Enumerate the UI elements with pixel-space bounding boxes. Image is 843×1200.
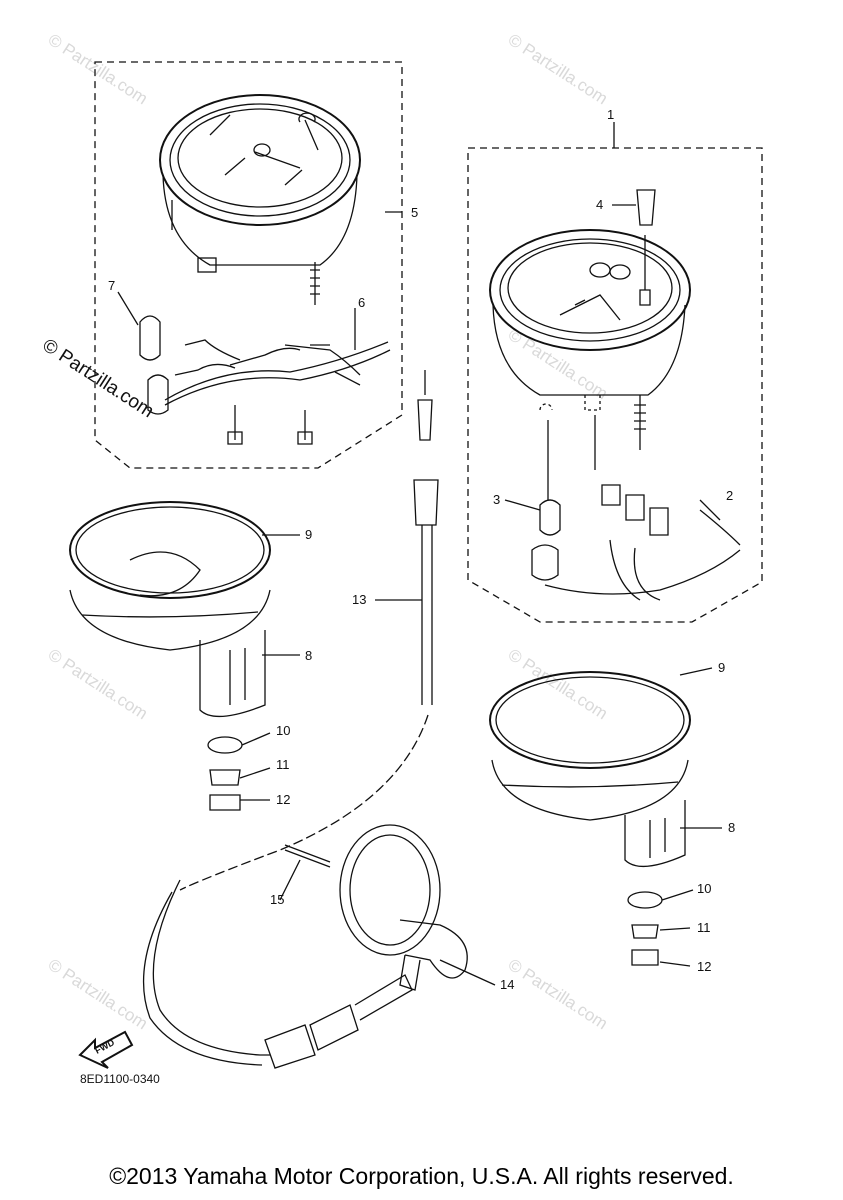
speedometer-cable [142, 370, 439, 1069]
callout-13: 13 [352, 592, 367, 607]
callout-4: 4 [596, 197, 604, 212]
leader-lines [117, 122, 722, 986]
wire-harness-left [139, 315, 391, 445]
bracket-right [489, 671, 691, 966]
fwd-label: FWD [93, 1037, 116, 1056]
callout-12-right: 12 [697, 959, 712, 974]
callout-1: 1 [607, 107, 615, 122]
diagram-code: 8ED1100-0340 [80, 1072, 160, 1086]
callout-14: 14 [500, 977, 515, 992]
pin [284, 844, 331, 868]
callout-6: 6 [358, 295, 366, 310]
callout-12-left: 12 [276, 792, 291, 807]
callout-9-left: 9 [305, 527, 313, 542]
group-box-5 [94, 61, 403, 469]
callout-10-right: 10 [697, 881, 712, 896]
callout-11-right: 11 [697, 920, 711, 935]
group-box-1 [467, 147, 763, 623]
drive-gear-unit [339, 824, 468, 991]
callout-3: 3 [493, 492, 501, 507]
fwd-arrow: FWD [78, 1030, 134, 1069]
callout-5: 5 [411, 205, 419, 220]
bracket-left [69, 501, 271, 811]
callout-10-left: 10 [276, 723, 291, 738]
callout-2: 2 [726, 488, 734, 503]
callout-8-left: 8 [305, 648, 313, 663]
callout-7: 7 [108, 278, 116, 293]
wire-harness-right [544, 484, 741, 601]
copyright-notice: ©2013 Yamaha Motor Corporation, U.S.A. A… [109, 1163, 734, 1189]
callout-15: 15 [270, 892, 285, 907]
callout-8-right: 8 [728, 820, 736, 835]
callout-11-left: 11 [276, 757, 290, 772]
tachometer-gauge [489, 189, 691, 581]
speedometer-gauge [159, 94, 361, 305]
callout-9-right: 9 [718, 660, 726, 675]
